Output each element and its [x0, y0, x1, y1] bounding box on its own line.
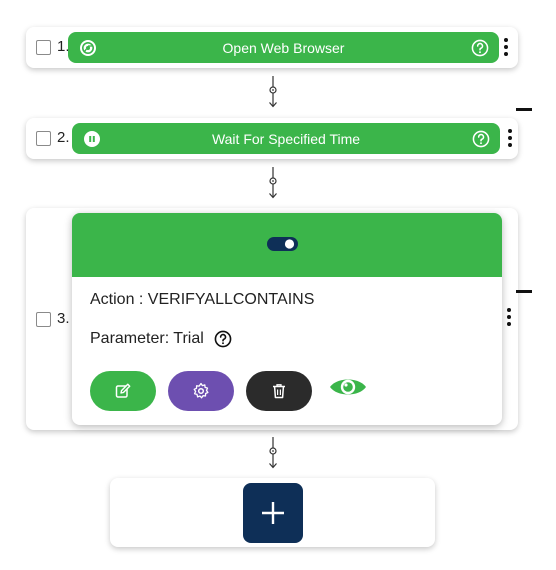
- settings-icon: [193, 382, 209, 399]
- collapse-dash-icon[interactable]: [516, 108, 532, 111]
- plus-icon: [262, 502, 284, 524]
- step-1-menu-kebab-icon[interactable]: [503, 38, 509, 56]
- connector-arrow-icon: [269, 167, 277, 199]
- preview-eye-icon[interactable]: [328, 375, 368, 399]
- step-3-header: [72, 213, 502, 277]
- add-step-card: [110, 478, 435, 547]
- help-icon[interactable]: [214, 330, 232, 348]
- toggle-switch[interactable]: [266, 235, 300, 253]
- connector-arrow-icon: [269, 437, 277, 469]
- step-card-1: 1. Open Web Browser: [26, 27, 518, 68]
- step-3-menu-kebab-icon[interactable]: [506, 308, 512, 326]
- pause-icon: [84, 130, 100, 147]
- step-3-detail-panel: Action : VERIFYALLCONTAINS Parameter: Tr…: [72, 213, 502, 425]
- step-2-action-pill[interactable]: Wait For Specified Time: [72, 123, 500, 154]
- action-text: Action : VERIFYALLCONTAINS: [90, 291, 315, 308]
- help-icon[interactable]: [472, 130, 490, 148]
- step-2-menu-kebab-icon[interactable]: [507, 129, 513, 147]
- parameter-text: Parameter: Trial: [90, 330, 204, 347]
- add-step-button[interactable]: [243, 483, 303, 543]
- step-2-label: Wait For Specified Time: [211, 130, 361, 147]
- step-1-checkbox[interactable]: [36, 40, 51, 55]
- edit-button[interactable]: [90, 371, 156, 411]
- step-1-action-pill[interactable]: Open Web Browser: [68, 32, 499, 63]
- help-icon[interactable]: [471, 39, 489, 57]
- parameter-row: Parameter: Trial: [90, 330, 232, 348]
- delete-icon: [273, 384, 285, 399]
- collapse-dash-icon[interactable]: [516, 290, 532, 293]
- step-1-label: Open Web Browser: [222, 39, 345, 56]
- step-1-number: 1.: [57, 38, 70, 55]
- edit-icon: [115, 383, 131, 398]
- connector-arrow-icon: [269, 76, 277, 108]
- step-card-2: 2. Wait For Specified Time: [26, 118, 518, 159]
- chrome-icon: [80, 39, 96, 56]
- step-3-checkbox[interactable]: [36, 312, 51, 327]
- step-2-number: 2.: [57, 129, 70, 146]
- settings-button[interactable]: [168, 371, 234, 411]
- delete-button[interactable]: [246, 371, 312, 411]
- step-2-checkbox[interactable]: [36, 131, 51, 146]
- step-3-number: 3.: [57, 310, 70, 327]
